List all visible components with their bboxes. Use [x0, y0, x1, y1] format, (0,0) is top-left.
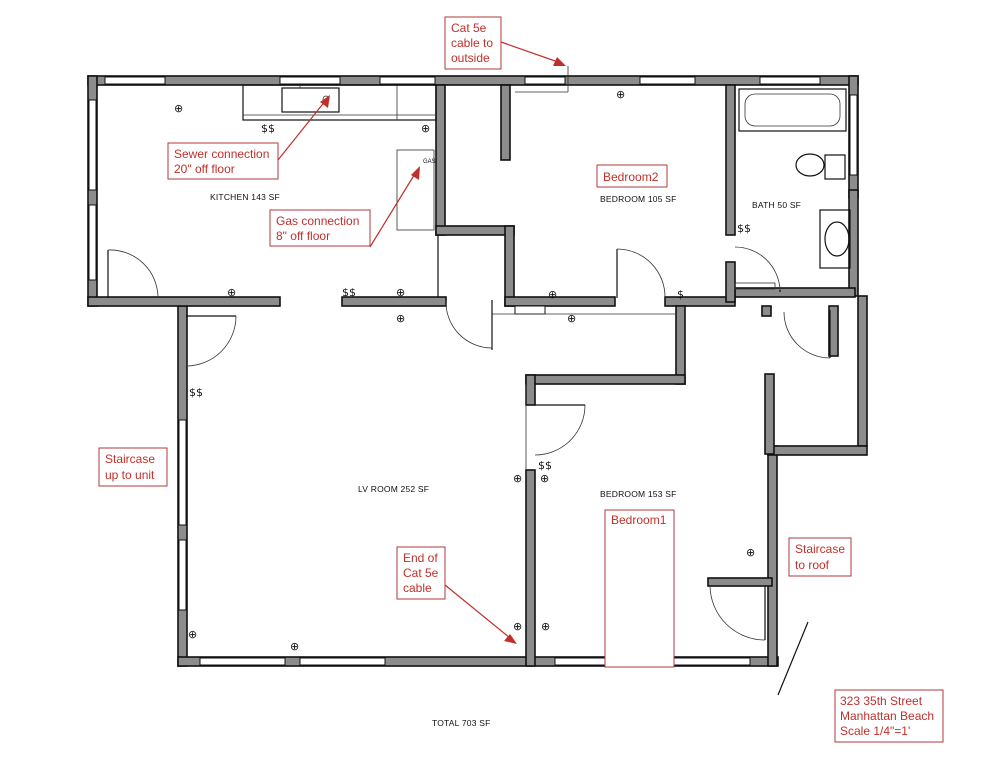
electrical-symbols: ⊕ $$ ⊕ ⊕ $$ ⊕ $$ ⊕ ⊕ ⊕ ⊕ $ $$ ⊕ $$ ⊕ ⊕ ⊕…: [174, 88, 755, 653]
outlet-symbol: ⊕: [188, 628, 197, 641]
switch-symbol: $: [677, 288, 684, 301]
staircase-roof-note: Staircase to roof: [795, 542, 848, 572]
outlet-symbol: ⊕: [541, 620, 550, 633]
switch-symbol: $$: [737, 222, 751, 235]
outlet-symbol: ⊕: [290, 640, 299, 653]
door-swings: [107, 246, 831, 696]
staircase-unit-note: Staircase up to unit: [105, 452, 158, 482]
outlet-symbol: ⊕: [540, 472, 549, 485]
windows: [88, 76, 858, 666]
bedroom1-note: Bedroom1: [611, 513, 667, 527]
outlet-symbol: ⊕: [513, 472, 522, 485]
switch-symbol: $$: [189, 386, 203, 399]
outlet-symbol: ⊕: [567, 312, 576, 325]
outlet-symbol: ⊕: [513, 620, 522, 633]
cat5e-outside-note: Cat 5e cable to outside: [451, 21, 496, 65]
switch-symbol: $$: [538, 459, 552, 472]
switch-symbol: $$: [342, 286, 356, 299]
outlet-symbol: ⊕: [396, 312, 405, 325]
gas-note: Gas connection 8" off floor: [276, 214, 363, 243]
outlet-symbol: ⊕: [396, 286, 405, 299]
switch-symbol: $$: [261, 122, 275, 135]
outlet-symbol: ⊕: [174, 102, 183, 115]
cat5e-end-note: End of Cat 5e cable: [403, 551, 442, 595]
interior-walls: [87, 84, 856, 667]
bath-fixtures: [734, 88, 851, 290]
bedroom1-label: BEDROOM 153 SF: [600, 489, 677, 499]
gas-tag: GAS: [423, 159, 436, 165]
outlet-symbol: ⊕: [421, 122, 430, 135]
outlet-symbol: ⊕: [227, 286, 236, 299]
bedroom2-label: BEDROOM 105 SF: [600, 194, 677, 204]
total-area-label: TOTAL 703 SF: [432, 718, 490, 728]
kitchen-fixtures: GAS: [242, 84, 439, 297]
kitchen-label: KITCHEN 143 SF: [210, 192, 280, 202]
address-note: 323 35th Street Manhattan Beach Scale 1/…: [840, 694, 937, 738]
living-room-label: LV ROOM 252 SF: [358, 484, 429, 494]
sewer-note: Sewer connection 20" off floor: [174, 147, 273, 176]
annotations: Cat 5e cable to outside Sewer connection…: [98, 16, 944, 743]
bath-label: BATH 50 SF: [752, 200, 801, 210]
room-labels: KITCHEN 143 SF BEDROOM 105 SF BATH 50 SF…: [210, 192, 801, 728]
outlet-symbol: ⊕: [548, 288, 557, 301]
outlet-symbol: ⊕: [616, 88, 625, 101]
outlet-symbol: ⊕: [746, 546, 755, 559]
bedroom2-note: Bedroom2: [603, 170, 659, 184]
